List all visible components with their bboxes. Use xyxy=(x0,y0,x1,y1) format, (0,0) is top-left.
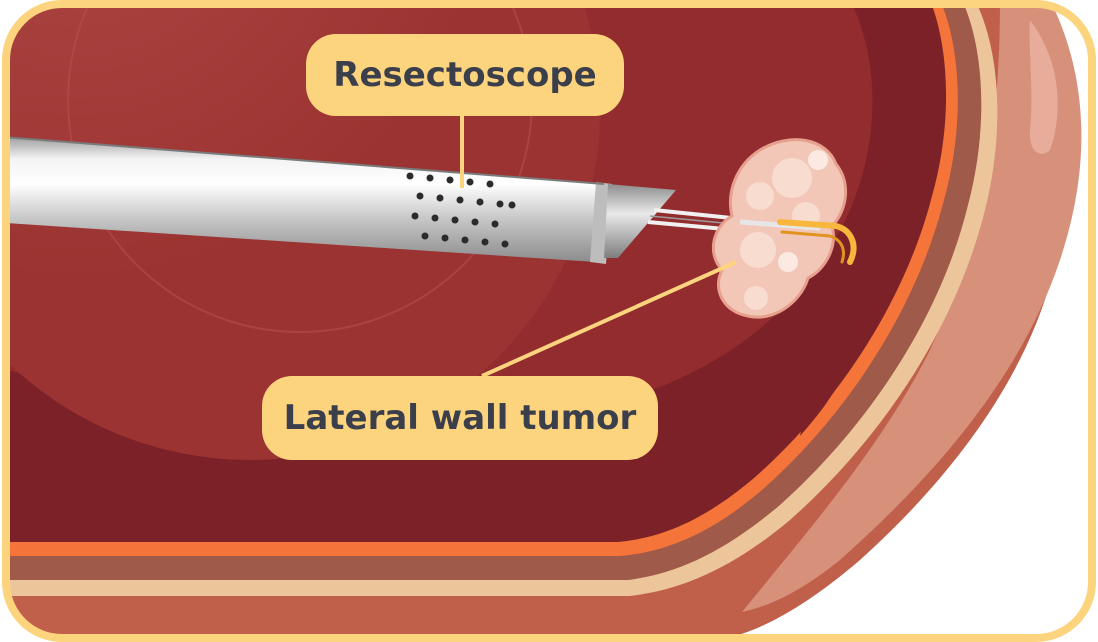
outer-tissue-highlight xyxy=(742,4,1082,612)
tumor-leader-line xyxy=(481,260,737,378)
resectoscope-shaft xyxy=(6,136,604,262)
resectoscope-label: Resectoscope xyxy=(306,34,624,116)
resectoscope-bevel-tip xyxy=(604,184,676,258)
resectoscope-perforations xyxy=(406,172,516,248)
resectoscope-shaft-edge xyxy=(6,135,605,185)
tumor-mass-icon xyxy=(711,138,848,319)
lateral-wall-tumor-label: Lateral wall tumor xyxy=(262,376,658,460)
lumen-light-region xyxy=(6,4,600,460)
electrode-loop-icon xyxy=(739,219,857,265)
resectoscope-icon xyxy=(6,135,791,264)
outer-tissue-shine xyxy=(1029,20,1058,154)
